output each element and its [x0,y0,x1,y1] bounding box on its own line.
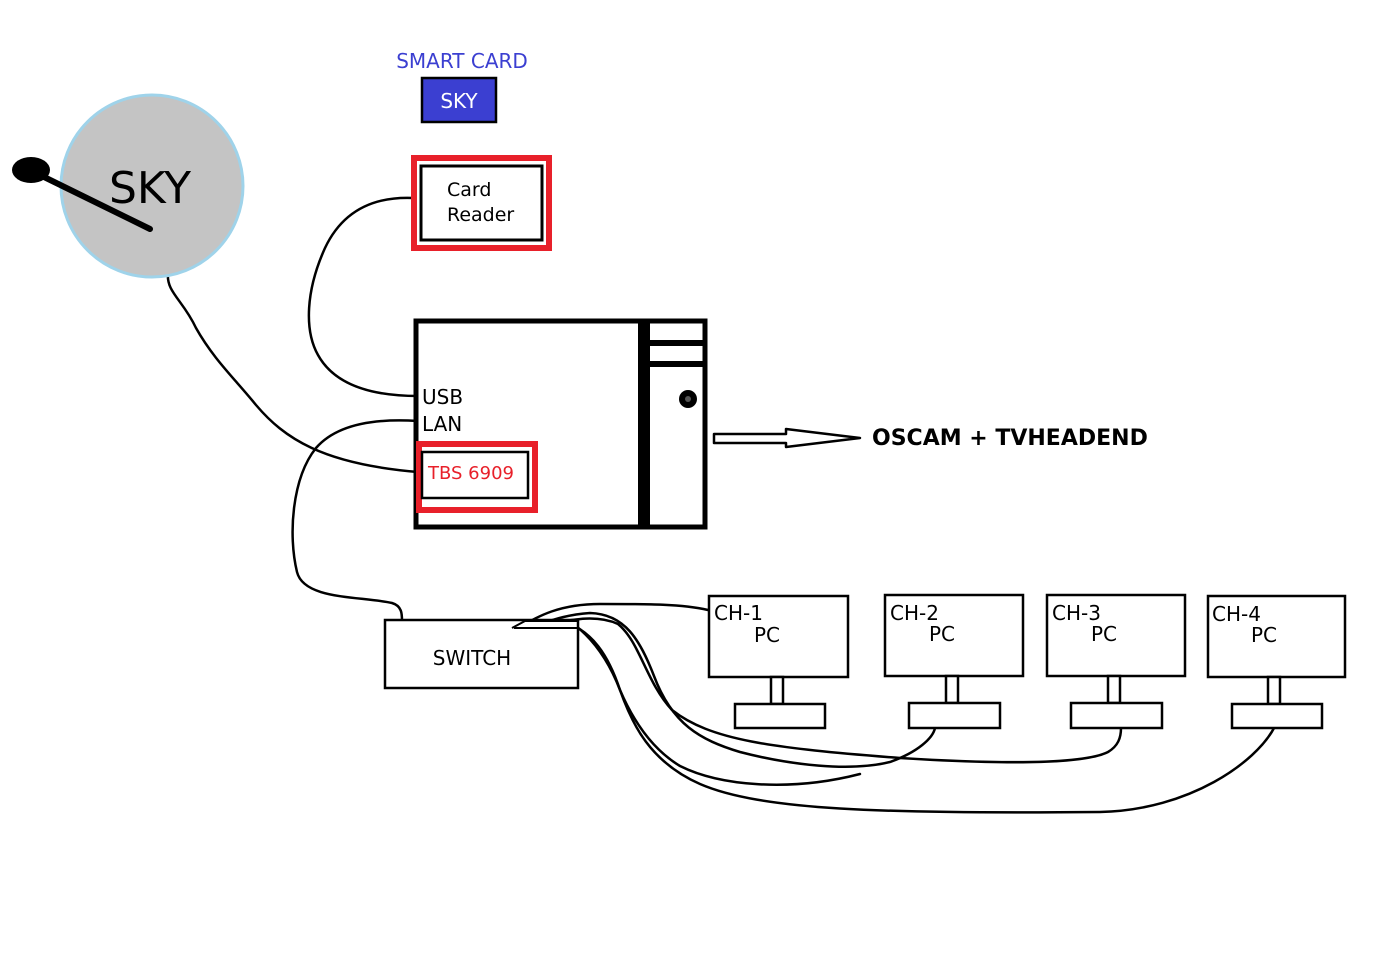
client-pc-4: CH-4 PC [1206,594,1347,730]
software-label: OSCAM + TVHEADEND [872,426,1148,451]
port-lan-label: LAN [422,412,462,436]
card-reader-label-line2: Reader [447,204,514,226]
client-pc-3: CH-3 PC [1045,593,1187,730]
monitor-icon [1045,593,1187,678]
network-switch: SWITCH [383,618,580,690]
software-arrow: OSCAM + TVHEADEND [712,426,1148,451]
cable-lan-to-switch [291,419,420,623]
client-type-label: PC [929,622,955,646]
monitor-base [733,702,827,730]
monitor-icon [883,593,1025,678]
drive-bay-2 [650,361,705,367]
satellite-dish: SKY [12,93,245,279]
cable-card-reader-to-usb [307,196,420,398]
smart-card: SMART CARD SKY [396,49,528,124]
card-reader: Card Reader [411,155,552,251]
cable-switch-to-ch3 [546,617,1123,764]
drive-bay-1 [650,340,705,346]
monitor-icon [707,594,850,679]
client-pc-2: CH-2 PC [883,593,1025,730]
cable-switch-to-ch1 [516,602,710,630]
tuner-card-label: TBS 6909 [427,463,514,484]
dish-lnb [12,157,50,183]
cable-switch-to-ch4-secondary [574,624,862,786]
smart-card-chip [420,76,498,124]
monitor-base [907,701,1002,730]
client-channel-label: CH-1 [714,601,763,625]
card-reader-body [419,164,544,242]
client-channel-label: CH-3 [1052,601,1101,625]
tuner-card-body [420,450,530,500]
client-channel-label: CH-2 [890,601,939,625]
smart-card-label: SKY [440,89,478,113]
client-channel-label: CH-4 [1212,602,1261,626]
cable-dish-to-tuner [166,271,420,474]
monitor-stand [1266,675,1282,706]
client-pc-1: CH-1 PC [707,594,850,730]
port-usb-label: USB [422,385,463,409]
smart-card-title: SMART CARD [396,49,528,73]
server-tower: USB LAN TBS 6909 [413,318,708,530]
card-reader-highlight [411,155,552,251]
server-bay-divider [638,321,650,527]
client-type-label: PC [1251,623,1277,647]
client-type-label: PC [1091,622,1117,646]
monitor-icon [1206,594,1347,679]
monitor-base [1230,702,1324,730]
monitor-stand [769,675,785,706]
monitor-base [1069,701,1164,730]
dish-label: SKY [109,163,191,214]
switch-label: SWITCH [433,646,511,670]
arrow-right-icon [712,427,862,449]
monitor-stand [944,674,960,705]
monitor-stand [1106,674,1122,705]
switch-body [383,618,580,690]
card-reader-label-line1: Card [447,179,491,201]
cable-switch-to-ch2 [526,611,937,768]
switch-ports [511,620,578,629]
dish-arm [37,172,153,232]
client-type-label: PC [754,623,780,647]
